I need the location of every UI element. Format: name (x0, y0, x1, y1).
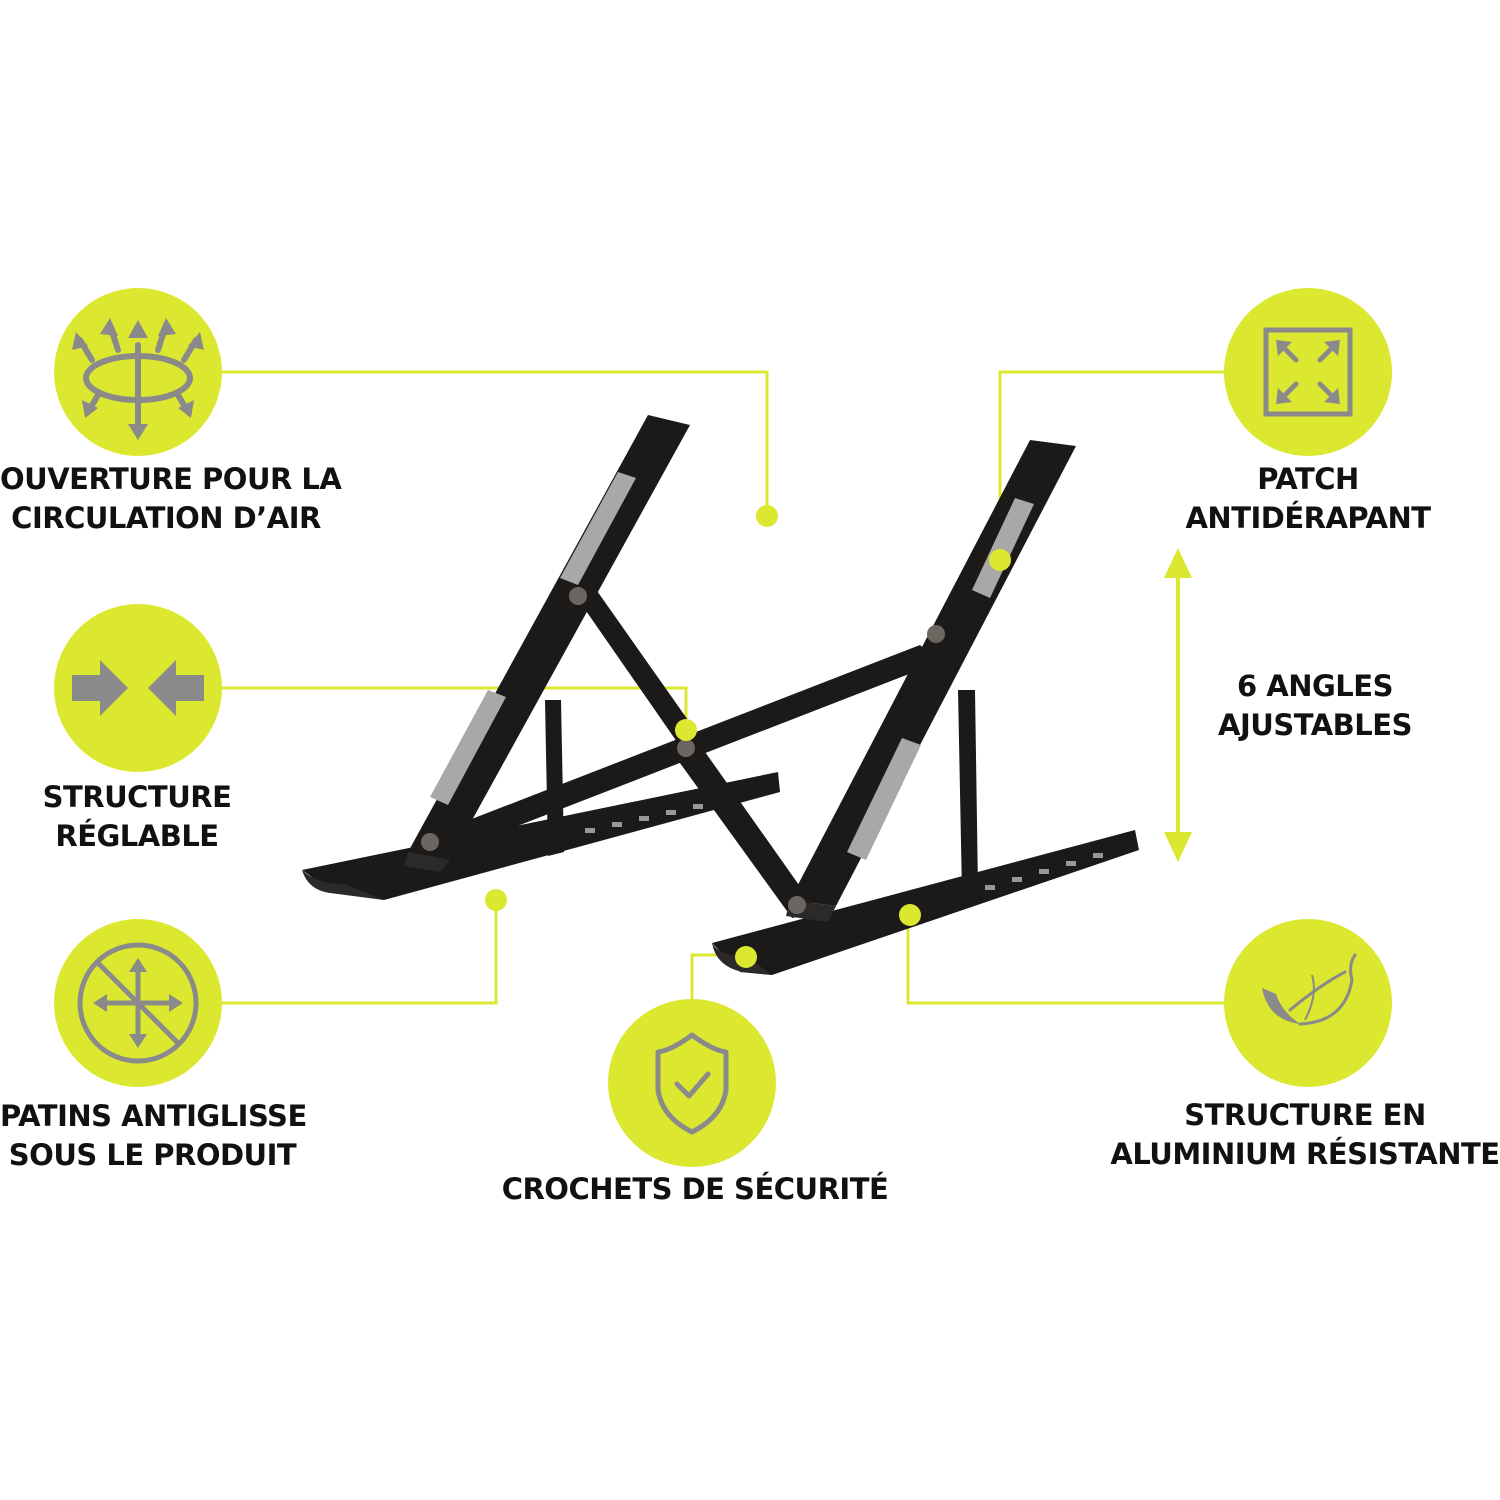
right-inner-brace (672, 742, 818, 918)
patch-badge (1224, 288, 1392, 456)
feature-circles (54, 288, 1392, 1167)
dot-hooks (735, 946, 757, 968)
airflow-arrowheads (72, 318, 204, 440)
dot-adjustable (675, 719, 697, 741)
hinge-rivets (421, 587, 945, 914)
label-hooks-line-1: CROCHETS DE SÉCURITÉ (501, 1172, 889, 1206)
label-adjustable-line-2: RÉGLABLE (55, 819, 219, 853)
label-airflow-line-2: CIRCULATION D’AIR (11, 501, 321, 535)
left-arm-foot (404, 852, 450, 872)
right-post (958, 690, 978, 893)
label-antislip-feet-line-1: PATINS ANTIGLISSE (0, 1099, 307, 1133)
label-antislip-feet: PATINS ANTIGLISSE SOUS LE PRODUIT (0, 1097, 307, 1175)
left-arm (408, 415, 690, 860)
expand-arrows-icon (1263, 327, 1353, 417)
connector-aluminium (906, 915, 1228, 1005)
label-airflow-line-1: OUVERTURE POUR LA (0, 462, 342, 496)
check-mark-icon (674, 1071, 711, 1099)
label-airflow: OUVERTURE POUR LA CIRCULATION D’AIR (0, 460, 342, 538)
antislip-feet-badge (54, 919, 222, 1087)
left-upper-pad (560, 472, 636, 585)
dot-antislip-feet (485, 889, 507, 911)
dot-aluminium (899, 904, 921, 926)
double-arrow-icon (1164, 548, 1192, 862)
label-patch-line-2: ANTIDÉRAPANT (1185, 501, 1431, 535)
aluminium-badge (1224, 919, 1392, 1087)
rail-holes (585, 804, 1103, 890)
airflow-badge (54, 288, 222, 456)
compress-arrows-icon (72, 660, 204, 716)
left-post (545, 700, 564, 856)
connector-airflow (220, 370, 769, 516)
label-angles: 6 ANGLES AJUSTABLES (1205, 667, 1425, 745)
label-hooks: CROCHETS DE SÉCURITÉ (500, 1170, 890, 1209)
connector-patch (998, 370, 1228, 560)
label-patch: PATCH ANTIDÉRAPANT (1170, 460, 1446, 538)
feather-icon (1262, 953, 1357, 1026)
callout-dots (485, 505, 1011, 968)
label-angles-line-2: AJUSTABLES (1218, 708, 1412, 742)
right-lower-pad (847, 738, 921, 860)
label-aluminium-line-1: STRUCTURE EN (1184, 1098, 1426, 1132)
label-antislip-feet-line-2: SOUS LE PRODUIT (8, 1138, 297, 1172)
laptop-stand-illustration (302, 415, 1139, 975)
label-patch-line-1: PATCH (1257, 462, 1359, 496)
left-lower-pad (430, 690, 506, 805)
label-aluminium: STRUCTURE EN ALUMINIUM RÉSISTANTE (1110, 1096, 1500, 1174)
no-move-arrowheads (93, 958, 183, 1048)
right-upper-pad (972, 498, 1034, 598)
dot-airflow (756, 505, 778, 527)
shield-check-icon (655, 1032, 729, 1135)
left-inner-brace (575, 588, 702, 752)
label-aluminium-line-2: ALUMINIUM RÉSISTANTE (1110, 1137, 1500, 1171)
connector-antislip-feet (220, 900, 498, 1005)
left-rail-hook (302, 870, 384, 900)
right-base-rail (712, 830, 1139, 975)
no-move-arrows-icon (77, 942, 199, 1064)
label-angles-line-1: 6 ANGLES (1237, 669, 1393, 703)
dot-patch (989, 549, 1011, 571)
label-adjustable-line-1: STRUCTURE (42, 780, 232, 814)
connector-adjustable (220, 686, 688, 730)
hooks-badge (608, 999, 776, 1167)
label-adjustable: STRUCTURE RÉGLABLE (17, 778, 257, 856)
right-arm (790, 440, 1076, 906)
callout-lines (220, 370, 1228, 1005)
adjustable-badge (54, 604, 222, 772)
